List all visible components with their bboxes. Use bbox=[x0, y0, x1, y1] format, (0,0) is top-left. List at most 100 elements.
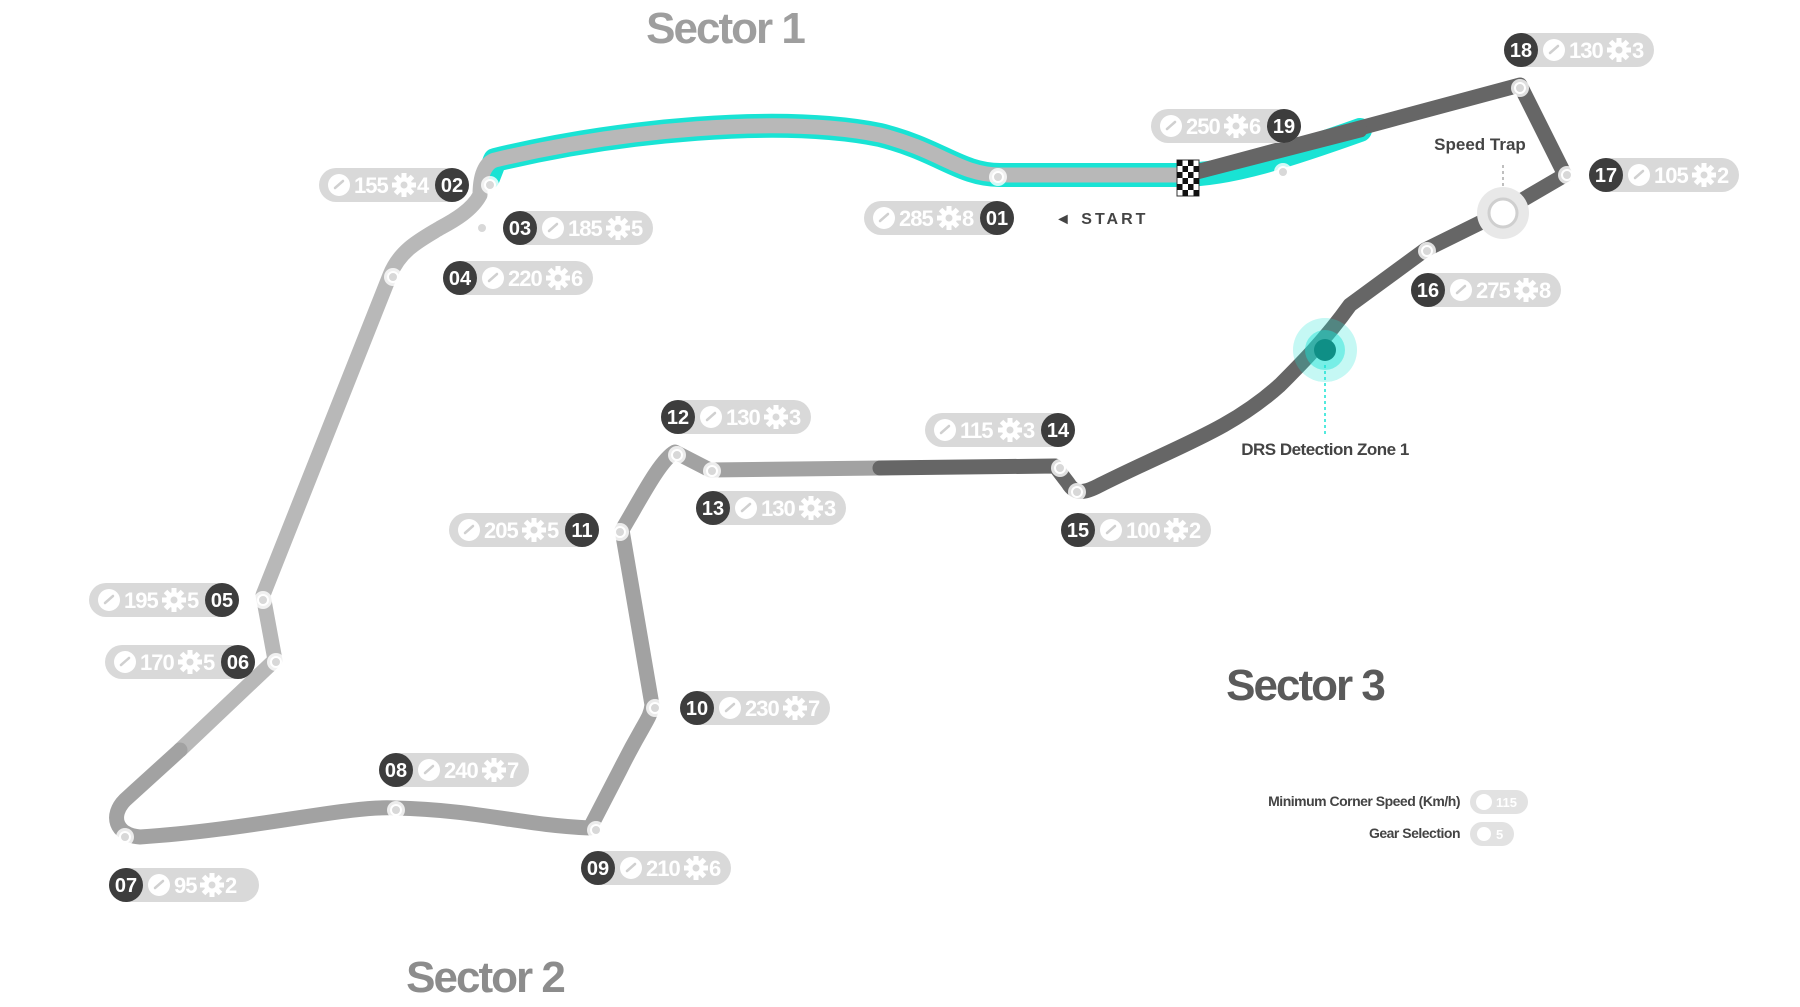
gauge-needle bbox=[333, 179, 345, 190]
sector-3-label: Sector 3 bbox=[1226, 661, 1384, 710]
corner-min-speed: 210 bbox=[646, 856, 680, 881]
corner-point-dot bbox=[614, 526, 626, 538]
corner-point-dot bbox=[1054, 462, 1066, 474]
corner-point-dot bbox=[484, 179, 496, 191]
corner-min-speed: 155 bbox=[354, 173, 388, 198]
gauge-needle bbox=[487, 272, 499, 283]
gauge-needle bbox=[724, 702, 736, 713]
gear-icon bbox=[1514, 278, 1538, 302]
corner-min-speed: 100 bbox=[1126, 518, 1160, 543]
legend: Minimum Corner Speed (Km/h) 115 Gear Sel… bbox=[1268, 790, 1528, 846]
corner-min-speed: 130 bbox=[726, 405, 760, 430]
gear-icon bbox=[998, 418, 1022, 442]
corner-number-badge bbox=[565, 513, 599, 547]
corner-number-badge bbox=[205, 583, 239, 617]
gauge-needle bbox=[423, 764, 435, 775]
corner-number: 05 bbox=[211, 590, 233, 612]
legend-gear-example: 5 bbox=[1496, 827, 1503, 842]
gear-icon bbox=[392, 173, 416, 197]
corner-min-speed: 220 bbox=[508, 266, 542, 291]
corner-07: 95 2 07 bbox=[109, 828, 259, 902]
sector-2-label: Sector 2 bbox=[406, 953, 564, 1002]
corner-number: 01 bbox=[986, 208, 1008, 230]
gauge-needle bbox=[547, 222, 559, 233]
corner-gear: 5 bbox=[203, 650, 215, 675]
corner-point-dot bbox=[387, 271, 399, 283]
corner-number-badge bbox=[1061, 513, 1095, 547]
gauge-needle bbox=[705, 411, 717, 422]
corner-gear: 8 bbox=[1539, 278, 1551, 303]
corner-min-speed: 170 bbox=[140, 650, 174, 675]
corner-number: 16 bbox=[1417, 280, 1439, 302]
gauge-needle bbox=[1105, 524, 1117, 535]
legend-speed-example: 115 bbox=[1496, 795, 1517, 810]
corner-number-badge bbox=[503, 211, 537, 245]
gauge-needle bbox=[103, 594, 115, 605]
corner-gear: 8 bbox=[962, 206, 974, 231]
corner-gear: 2 bbox=[225, 873, 237, 898]
gear-icon bbox=[937, 206, 961, 230]
gear-icon bbox=[1164, 518, 1188, 542]
corner-gear: 2 bbox=[1717, 163, 1729, 188]
corner-number: 02 bbox=[441, 175, 463, 197]
corner-number-badge bbox=[696, 491, 730, 525]
corner-point-dot bbox=[1561, 169, 1573, 181]
corner-min-speed: 185 bbox=[568, 216, 602, 241]
gear-icon bbox=[522, 518, 546, 542]
corner-min-speed: 115 bbox=[960, 418, 993, 443]
gear-icon bbox=[482, 758, 506, 782]
corner-gear: 6 bbox=[571, 266, 583, 291]
gear-icon bbox=[162, 588, 186, 612]
corner-number: 10 bbox=[686, 698, 708, 720]
corner-point-dot bbox=[671, 449, 683, 461]
track-sector-3-pit-straight bbox=[1177, 122, 1368, 183]
gear-icon bbox=[764, 405, 788, 429]
corner-gear: 5 bbox=[187, 588, 199, 613]
corner-number-badge bbox=[221, 645, 255, 679]
corner-number: 07 bbox=[115, 875, 137, 897]
legend-gear-label: Gear Selection bbox=[1369, 825, 1460, 841]
corner-gear: 3 bbox=[824, 496, 836, 521]
gauge-needle bbox=[1165, 120, 1177, 131]
corner-number-badge bbox=[1411, 273, 1445, 307]
gauge-needle bbox=[153, 879, 165, 890]
drs-detection-marker bbox=[1293, 318, 1357, 435]
corner-number: 19 bbox=[1273, 116, 1295, 138]
corner-point-dot bbox=[476, 222, 488, 234]
corner-point-dot bbox=[1071, 486, 1083, 498]
legend-gear-pill: 5 bbox=[1470, 822, 1514, 846]
corner-min-speed: 130 bbox=[1569, 38, 1603, 63]
corner-min-speed: 250 bbox=[1186, 114, 1220, 139]
gear-icon bbox=[684, 856, 708, 880]
corner-min-speed: 130 bbox=[761, 496, 795, 521]
corner-number-badge bbox=[680, 691, 714, 725]
corner-min-speed: 205 bbox=[484, 518, 518, 543]
corner-min-speed: 195 bbox=[124, 588, 158, 613]
corner-number-badge bbox=[581, 851, 615, 885]
corner-number: 11 bbox=[571, 520, 592, 542]
gauge-needle bbox=[939, 424, 951, 435]
corner-point-dot bbox=[1514, 82, 1526, 94]
corner-min-speed: 275 bbox=[1476, 278, 1510, 303]
corner-number-badge bbox=[661, 400, 695, 434]
legend-speed-label: Minimum Corner Speed (Km/h) bbox=[1268, 793, 1460, 809]
corner-number-badge bbox=[1504, 33, 1538, 67]
corner-number: 17 bbox=[1595, 165, 1617, 187]
corner-min-speed: 95 bbox=[174, 873, 197, 898]
corner-number-badge bbox=[109, 868, 143, 902]
corner-point-dot bbox=[649, 702, 661, 714]
corner-number-badge bbox=[1267, 109, 1301, 143]
gear-icon bbox=[546, 266, 570, 290]
drs-detection-label: DRS Detection Zone 1 bbox=[1241, 440, 1409, 459]
gear-icon bbox=[1692, 163, 1716, 187]
corner-number-badge bbox=[1589, 158, 1623, 192]
corner-pill bbox=[109, 868, 259, 902]
corner-number-badge bbox=[980, 201, 1014, 235]
corner-gear: 2 bbox=[1189, 518, 1201, 543]
